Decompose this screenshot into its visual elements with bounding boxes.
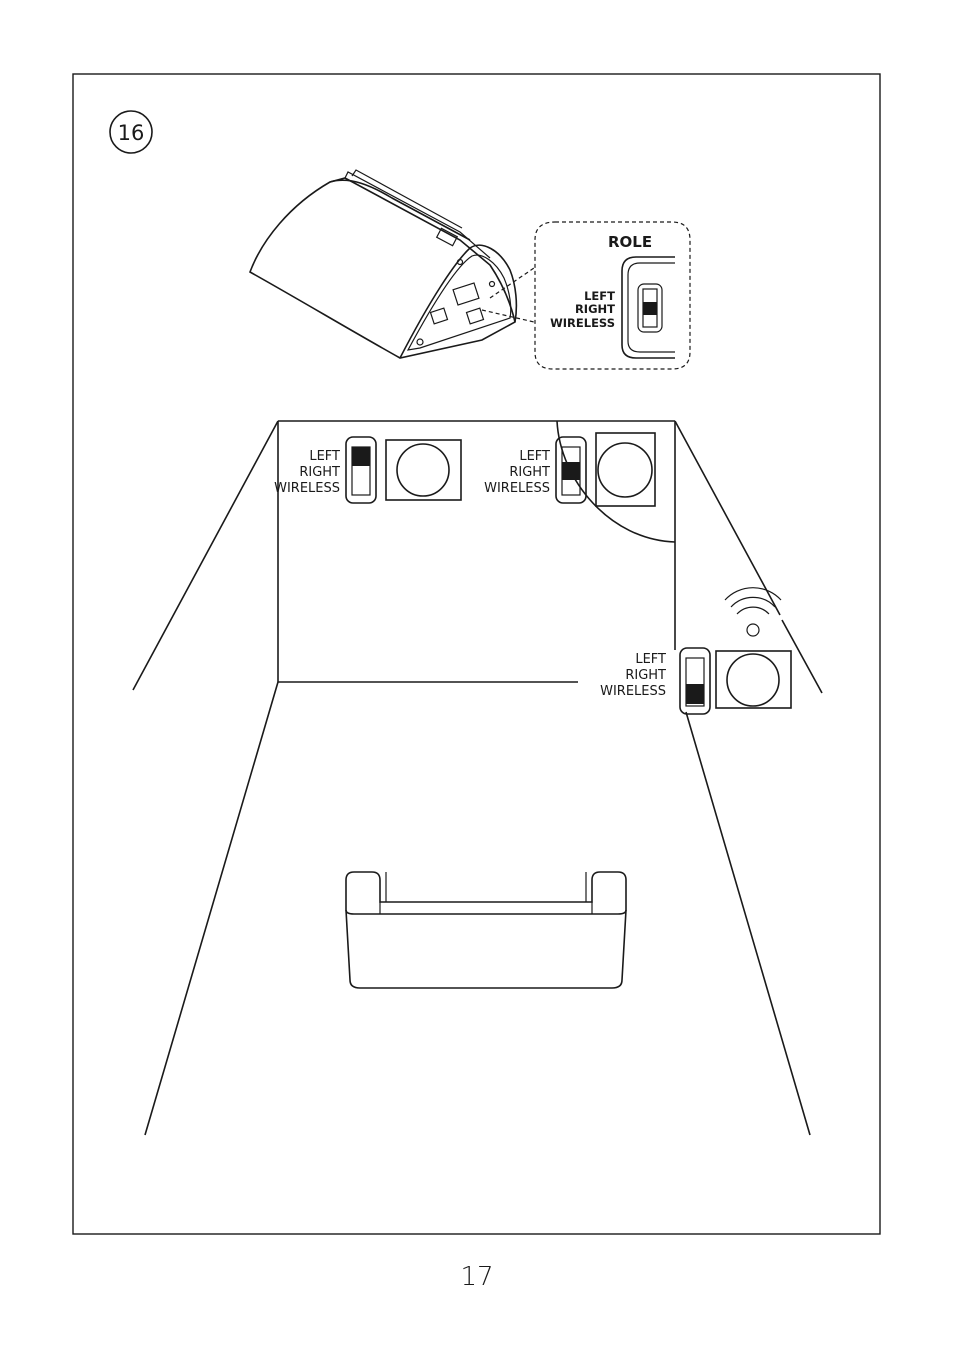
speaker-left-option-wireless: WIRELESS <box>274 481 340 496</box>
role-switch-inset: ROLE LEFT RIGHT WIRELESS <box>534 221 691 370</box>
inset-option-right: RIGHT <box>575 302 615 316</box>
speaker-right: LEFT RIGHT WIRELESS <box>484 432 656 507</box>
inset-option-left: LEFT <box>584 289 615 303</box>
speaker-icon <box>396 443 450 497</box>
speaker-right-option-left: LEFT <box>519 449 550 464</box>
speaker-wireless-option-wireless: WIRELESS <box>600 684 666 699</box>
speaker-product-icon <box>249 169 535 359</box>
speaker-left: LEFT RIGHT WIRELESS <box>274 436 462 504</box>
page-frame <box>72 73 881 1235</box>
inset-option-wireless: WIRELESS <box>550 316 615 330</box>
speaker-icon <box>726 653 780 707</box>
speaker-wireless-option-left: LEFT <box>635 652 666 667</box>
speaker-left-option-right: RIGHT <box>299 465 340 480</box>
page-number: 17 <box>460 1262 494 1292</box>
step-number: 16 <box>118 121 145 145</box>
role-heading: ROLE <box>608 233 652 251</box>
speaker-icon <box>597 442 653 498</box>
role-switch-icon <box>637 283 663 333</box>
speaker-wireless: LEFT RIGHT WIRELESS <box>600 587 792 715</box>
step-badge: 16 <box>109 110 153 154</box>
speaker-right-option-wireless: WIRELESS <box>484 481 550 496</box>
speaker-wireless-option-right: RIGHT <box>625 668 666 683</box>
speaker-right-option-right: RIGHT <box>509 465 550 480</box>
sofa-icon <box>345 871 627 989</box>
speaker-left-option-left: LEFT <box>309 449 340 464</box>
room-outline <box>132 420 823 1136</box>
wifi-icon <box>724 587 782 637</box>
